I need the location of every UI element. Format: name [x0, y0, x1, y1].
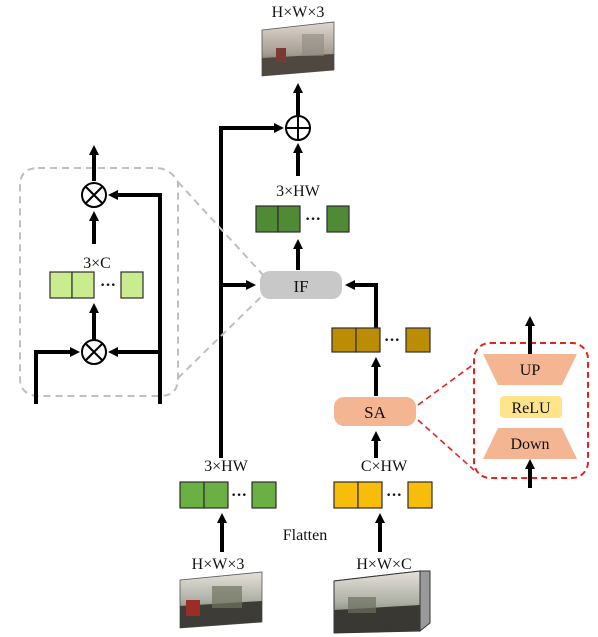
- out-feat-label: 3×HW: [276, 183, 321, 200]
- output-image: [261, 21, 335, 77]
- up-block: [483, 354, 577, 385]
- down-block-label: Down: [510, 436, 549, 453]
- inset-feat-ellipsis: ···: [100, 277, 116, 294]
- arrow-right-into-if: [345, 280, 378, 328]
- inset-gray-border: [19, 167, 179, 397]
- input-feature-slab: [333, 570, 431, 634]
- sa-feature-strip: [331, 327, 431, 353]
- inset-right-rail-top: [108, 190, 162, 404]
- add-node: [285, 115, 311, 141]
- inset-multiply-bottom: [81, 339, 107, 365]
- input-image: [179, 571, 263, 629]
- sa-feat-ellipsis: ···: [384, 332, 400, 349]
- skip-connection: [219, 123, 284, 458]
- zoom-line-top: [177, 181, 265, 277]
- left-feature-strip: [179, 481, 277, 509]
- zoom-line-red-bottom: [417, 419, 475, 471]
- inset-multiply-top: [81, 182, 107, 208]
- down-block: [483, 428, 577, 459]
- out-feature-strip: [255, 205, 350, 233]
- top-output-dims-label: H×W×3: [272, 4, 325, 21]
- if-block: [260, 271, 342, 299]
- flatten-label: Flatten: [283, 527, 327, 544]
- left-feat-ellipsis: ···: [231, 487, 247, 504]
- left-feat-label: 3×HW: [204, 458, 249, 475]
- mid-feat-label: C×HW: [361, 458, 408, 475]
- relu-block-label: ReLU: [511, 400, 551, 417]
- out-feat-ellipsis: ···: [305, 211, 321, 228]
- sa-block-label: SA: [364, 403, 386, 422]
- up-block-label: UP: [520, 362, 541, 379]
- input-image-dims-label: H×W×3: [192, 556, 245, 573]
- sa-block: [334, 397, 416, 426]
- inset-left-rail: [34, 347, 80, 404]
- inset-feature-strip: [49, 271, 144, 299]
- mid-feature-strip: [333, 481, 433, 509]
- zoom-line-red-top: [417, 363, 475, 406]
- zoom-line-bottom: [177, 293, 265, 379]
- if-block-label: IF: [293, 277, 308, 296]
- mid-feat-ellipsis: ···: [386, 487, 402, 504]
- relu-block: [500, 396, 562, 418]
- inset-feat-label: 3×C: [83, 255, 111, 272]
- input-feat-dims-label: H×W×C: [356, 556, 411, 573]
